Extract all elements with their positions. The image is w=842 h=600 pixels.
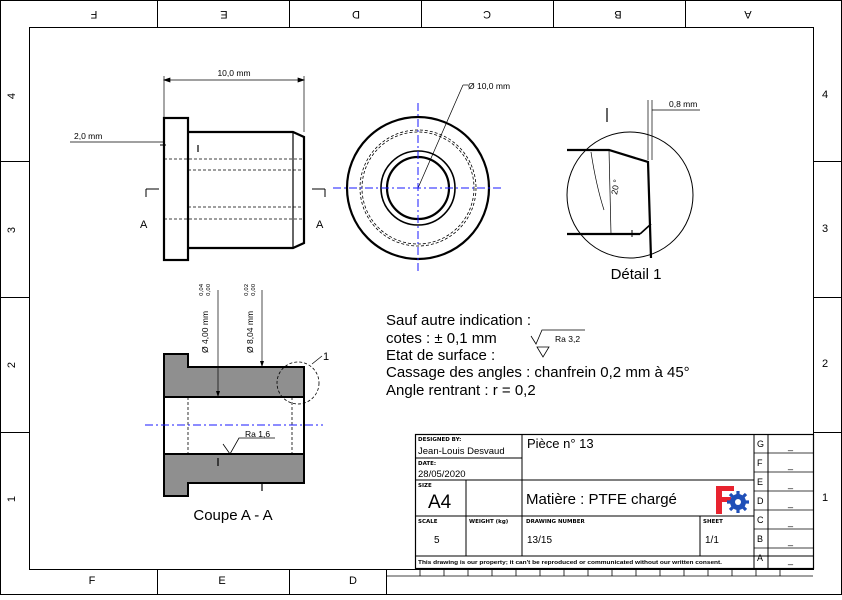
zone-label: 1	[6, 496, 18, 502]
scale-value: 5	[434, 535, 440, 546]
note-line-1: Sauf autre indication :	[386, 312, 531, 329]
zone-labels-bottom: F E D	[89, 575, 357, 587]
detail-caption: Détail 1	[611, 266, 662, 283]
section-outer-tol-upper: 0,02	[244, 284, 250, 296]
drawing-number-value: 13/15	[527, 535, 552, 546]
zone-label: 3	[6, 227, 18, 233]
revision-letter: F	[757, 458, 763, 468]
end-diameter-dimension: Ø 10,0 mm	[468, 81, 510, 91]
revision-value: _	[787, 555, 794, 565]
zone-label: A	[744, 8, 752, 20]
designed-by-label: DESIGNED BY:	[418, 437, 461, 443]
zone-labels-top: F E D C B A	[90, 8, 751, 20]
zone-label: F	[90, 8, 97, 20]
revision-value: _	[787, 536, 794, 546]
revision-letter: E	[757, 477, 763, 487]
note-line-2: cotes : ± 0,1 mm	[386, 330, 497, 347]
note-line-3: Etat de surface :	[386, 347, 495, 364]
ownership-disclaimer: This drawing is our property; it can't b…	[418, 560, 723, 566]
general-notes: Sauf autre indication : cotes : ± 0,1 mm…	[386, 312, 690, 399]
revision-letter: B	[757, 534, 763, 544]
roughness-symbol-icon	[530, 329, 585, 345]
revision-value: _	[787, 441, 794, 451]
zone-label: F	[89, 575, 96, 587]
revision-letter: C	[757, 515, 764, 525]
revision-letter: A	[757, 553, 763, 563]
section-view	[145, 290, 323, 497]
zone-label: 2	[6, 362, 18, 368]
section-bore-tol-lower: 0,00	[206, 283, 212, 296]
freecad-logo-icon	[716, 486, 749, 514]
date-value: 28/05/2020	[418, 469, 466, 480]
zone-label: 2	[822, 358, 828, 370]
bottom-graduation-strip	[386, 569, 813, 577]
zone-label: E	[218, 575, 225, 587]
zone-label: D	[349, 575, 357, 587]
section-caption: Coupe A - A	[193, 507, 272, 524]
end-view	[333, 84, 504, 272]
detail-chamfer-dimension: 0,8 mm	[669, 99, 697, 109]
section-marker-left: A	[140, 219, 148, 231]
zone-label: 1	[822, 492, 828, 504]
zone-label: C	[483, 8, 491, 20]
size-label: SIZE	[418, 483, 432, 489]
section-roughness-label: Ra 1,6	[245, 429, 270, 439]
section-outer-tol-lower: 0,00	[251, 283, 257, 296]
zone-label: 4	[6, 93, 18, 99]
title-block	[414, 433, 815, 570]
designed-by-value: Jean-Louis Desvaud	[418, 446, 505, 457]
detail-angle-dimension: 20 °	[609, 179, 621, 196]
section-marker-right: A	[316, 219, 324, 231]
note-line-4: Cassage des angles : chanfrein 0,2 mm à …	[386, 364, 690, 381]
front-view	[70, 76, 326, 262]
zone-label: B	[614, 8, 621, 20]
revision-value: _	[787, 517, 794, 527]
material-text: Matière : PTFE chargé	[526, 491, 677, 508]
revision-value: _	[787, 498, 794, 508]
section-outer-dimension: Ø 8,04 mm	[245, 311, 255, 353]
sheet-label: SHEET	[703, 519, 723, 525]
zone-labels-left: 4 3 2 1	[6, 93, 18, 502]
detail-view	[566, 100, 700, 259]
revision-table: G _ F _ E _ D _ C _ B _ A _	[757, 439, 794, 565]
detail-reference-number: 1	[323, 351, 329, 363]
revision-letter: G	[757, 439, 764, 449]
front-length-dimension: 10,0 mm	[217, 68, 250, 78]
weight-label: WEIGHT (kg)	[469, 519, 509, 525]
drawing-number-label: DRAWING NUMBER	[526, 519, 585, 525]
zone-label: 4	[822, 89, 828, 101]
revision-value: _	[787, 479, 794, 489]
date-label: DATE:	[418, 461, 436, 467]
surface-finish-icon	[536, 346, 550, 358]
size-value: A4	[428, 492, 452, 513]
zone-label: E	[220, 8, 227, 20]
section-bore-tol-upper: 0,04	[199, 283, 205, 296]
zone-label: D	[352, 8, 360, 20]
note-roughness-value: Ra 3,2	[555, 334, 580, 344]
zone-labels-right: 4 3 2 1	[822, 89, 828, 504]
note-line-5: Angle rentrant : r = 0,2	[386, 382, 536, 399]
revision-letter: D	[757, 496, 764, 506]
part-title: Pièce n° 13	[527, 436, 594, 451]
zone-label: 3	[822, 223, 828, 235]
front-flange-dimension: 2,0 mm	[74, 131, 102, 141]
sheet-value: 1/1	[705, 535, 719, 546]
revision-value: _	[787, 460, 794, 470]
section-bore-dimension: Ø 4,00 mm	[200, 311, 210, 353]
scale-label: SCALE	[418, 519, 438, 525]
